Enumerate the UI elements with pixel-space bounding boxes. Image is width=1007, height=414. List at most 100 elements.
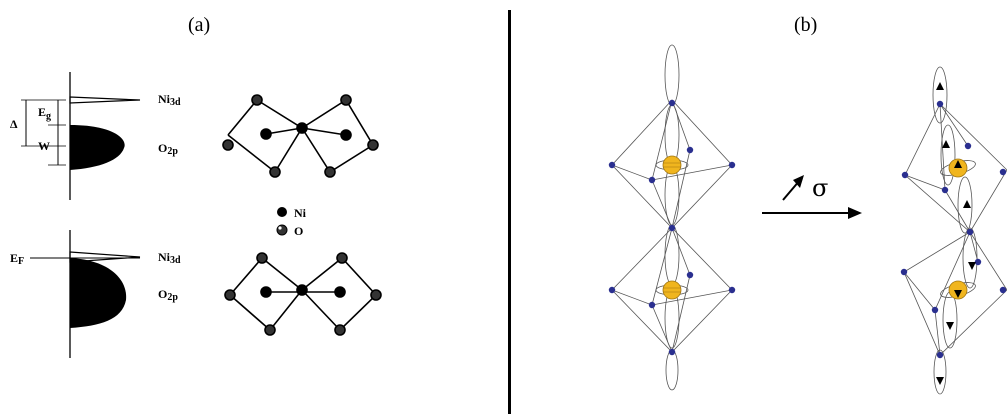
ni-o-bond-left-top (265, 127, 303, 135)
o-atom (340, 94, 352, 106)
ni-core (662, 280, 682, 300)
o-atom (222, 139, 234, 151)
spin-arrow-icon (954, 290, 962, 298)
atom-legend: Ni O (276, 206, 307, 238)
delta-label: Δ (10, 117, 18, 131)
orbital-lobe (933, 349, 947, 395)
stress-arrowhead (793, 175, 804, 188)
oxygen-site (974, 258, 982, 266)
band-diagram-top: Δ Eg W Ni3d O2p (10, 72, 181, 200)
orbital-lobe (664, 44, 680, 106)
spin-arrow-icon (946, 322, 954, 330)
o-atom (224, 289, 236, 301)
band-diagram-bottom: EF Ni3d O2p (10, 230, 181, 358)
oxygen-site (964, 142, 972, 150)
ni-atom (340, 129, 352, 141)
o-atom (269, 166, 281, 178)
o-legend-icon (276, 224, 288, 236)
o-atom (256, 252, 268, 264)
oxygen-site (999, 168, 1007, 176)
o-legend-highlight (278, 226, 282, 230)
oxygen-site (686, 146, 694, 154)
oxygen-site (608, 286, 616, 294)
ni3d-band-bottom (69, 251, 141, 263)
oxygen-site (728, 286, 736, 294)
oxygen-site (668, 348, 676, 356)
oxygen-site (668, 224, 676, 232)
o-atom (264, 324, 276, 336)
oxygen-site (648, 176, 656, 184)
oxygen-site (936, 351, 944, 359)
spin-arrow-icon (942, 140, 950, 148)
oxygen-site (931, 306, 939, 314)
ni3d-band-top (69, 96, 141, 104)
oxygen-site (648, 301, 656, 309)
oxygen-site (900, 268, 908, 276)
o2p-band-bottom (70, 258, 127, 328)
o-atom (324, 166, 336, 178)
square-right-top (301, 98, 375, 174)
ni-o-bond-right-top (301, 127, 347, 136)
orbital-lobe (940, 124, 956, 186)
oct-edge (651, 164, 733, 181)
spin-arrow-icon (936, 377, 944, 385)
octahedra-strained (903, 66, 1007, 395)
o-atom (336, 252, 348, 264)
orbital-lobe (932, 66, 948, 124)
oct-edge (671, 227, 691, 276)
transform-arrowhead (848, 207, 862, 219)
stress-symbol: σ (812, 174, 828, 202)
oct-edge (934, 231, 971, 311)
spin-arrow-icon (936, 82, 944, 90)
stress-indicator: σ (762, 174, 862, 219)
orbital-lobe (664, 224, 680, 286)
w-label: W (38, 139, 50, 153)
oct-edge (651, 99, 673, 181)
oct-edge (939, 103, 969, 147)
spin-arrow-icon (968, 262, 976, 270)
o-legend-label: O (294, 224, 303, 238)
oct-edge (944, 189, 971, 233)
ni3d-label-top: Ni3d (158, 92, 181, 108)
o-atom (334, 324, 346, 336)
oct-edge (611, 289, 653, 306)
atoms-strained (900, 82, 1007, 385)
fermi-label: EF (10, 251, 24, 267)
panel-b-label: (b) (794, 14, 818, 36)
oxygen-site (999, 286, 1007, 294)
ni-atom (296, 122, 308, 134)
ni3d-label-bottom: Ni3d (158, 250, 181, 266)
o2p-band-top (70, 125, 125, 170)
o-atom (367, 139, 379, 151)
oxygen-site (901, 171, 909, 179)
oxygen-site (941, 186, 949, 194)
spin-arrow-icon (954, 160, 962, 168)
ni-legend-label: Ni (294, 206, 307, 220)
oxygen-site (728, 161, 736, 169)
oct-edge (969, 231, 979, 263)
ni-atom (334, 286, 346, 298)
oxygen-site (966, 228, 974, 236)
oct-edge (651, 179, 673, 229)
spin-arrow-icon (963, 200, 971, 208)
oxygen-site (686, 271, 694, 279)
eg-label: Eg (38, 105, 51, 122)
orbital-lobe (942, 291, 958, 349)
oxygen-site (936, 100, 944, 108)
oxygen-site (668, 99, 676, 107)
orbital-lobe (665, 349, 679, 391)
oct-edge (651, 227, 673, 306)
orbital-lobe (962, 227, 978, 289)
orbital-lobe (957, 176, 973, 234)
panel-divider (508, 10, 511, 414)
o2p-label-bottom: O2p (158, 287, 178, 303)
o-atom (370, 289, 382, 301)
ni-atom (260, 128, 272, 140)
oct-edge (934, 309, 941, 356)
oct-edge (903, 271, 936, 311)
atoms-unstrained (608, 99, 736, 356)
oct-edge (671, 99, 691, 151)
oct-edge (651, 289, 733, 306)
nio4-cluster-top (222, 94, 379, 178)
